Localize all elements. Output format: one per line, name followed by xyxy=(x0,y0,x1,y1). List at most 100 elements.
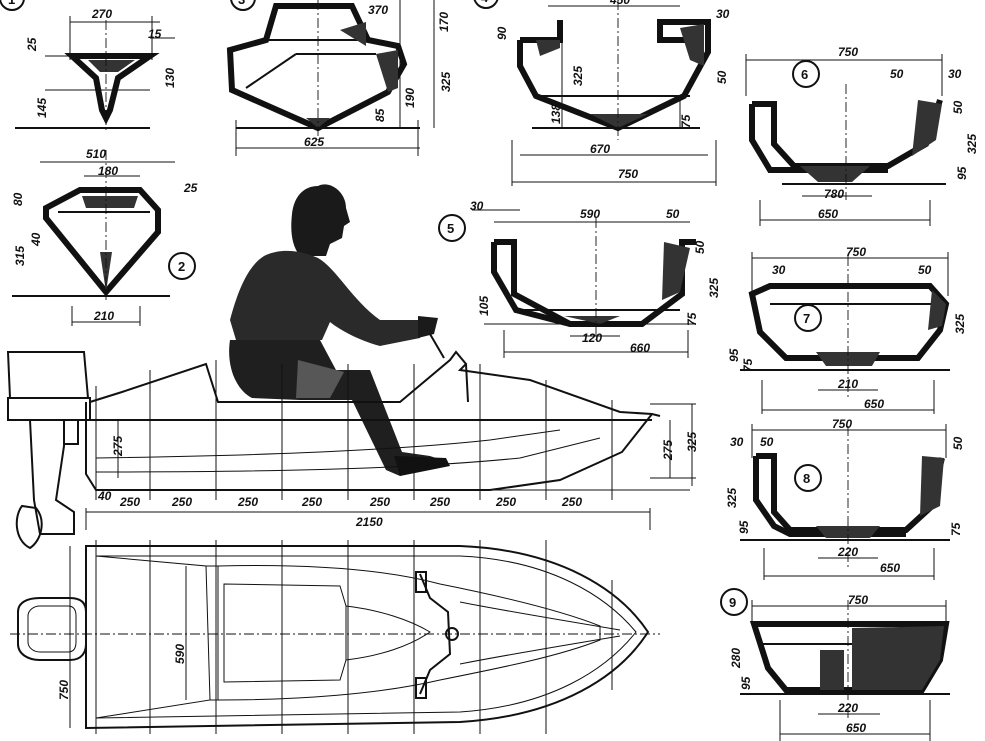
section-8-dim-30: 30 xyxy=(730,435,744,449)
section-2-hull xyxy=(43,187,161,297)
section-1-number: 1 xyxy=(8,0,15,7)
section-5-dim-50: 50 xyxy=(666,207,680,221)
side-dim-h-bow-2: 325 xyxy=(685,432,699,452)
section-4-dim-325: 325 xyxy=(571,66,585,86)
section-2-dim-315: 315 xyxy=(13,246,27,266)
side-station-3: 250 xyxy=(237,495,258,509)
outboard-motor xyxy=(6,351,91,550)
side-view-hull: 275 275 325 40 250 250 250 250 250 250 2… xyxy=(85,333,699,530)
section-2-dim-25: 25 xyxy=(183,181,198,195)
side-dim-h-bow-1: 275 xyxy=(661,440,675,461)
section-5-marker xyxy=(438,214,466,242)
section-6-width: 750 xyxy=(838,45,858,59)
section-1-hull xyxy=(64,53,160,125)
section-1-width: 270 xyxy=(91,7,112,21)
section-2-marker xyxy=(168,252,196,280)
section-8-dim-220: 220 xyxy=(837,545,858,559)
section-5-dim-75: 75 xyxy=(685,312,699,326)
section-8: 8 750 30 50 50 325 95 75 220 650 xyxy=(725,417,965,580)
section-4-dim-90: 90 xyxy=(495,26,509,40)
side-station-6: 250 xyxy=(429,495,450,509)
section-8-dim-50: 50 xyxy=(760,435,774,449)
section-6-dim-780: 780 xyxy=(824,187,844,201)
section-4-dim-450: 450 xyxy=(609,0,630,7)
section-8-dim-95: 95 xyxy=(737,520,751,534)
section-7-hull xyxy=(748,283,950,361)
section-1: 1 270 25 15 130 145 xyxy=(0,0,177,130)
section-8-hull xyxy=(756,453,945,533)
section-7-dim-325: 325 xyxy=(953,314,967,334)
rider-figure xyxy=(229,184,450,476)
section-5-dim-50b: 50 xyxy=(693,240,707,254)
section-4-dim-138: 138 xyxy=(549,104,563,124)
section-2-dim-40: 40 xyxy=(29,232,43,247)
plan-dim-beam: 750 xyxy=(57,680,71,700)
section-3-dim-190: 190 xyxy=(403,88,417,108)
section-8-dim-650: 650 xyxy=(880,561,900,575)
section-3-marker xyxy=(230,0,256,11)
section-6-marker xyxy=(792,60,820,88)
section-7: 7 750 30 50 325 95 75 210 650 xyxy=(727,245,967,414)
section-2-width: 510 xyxy=(86,147,106,161)
section-1-dim-15: 15 xyxy=(148,27,162,41)
section-7-dim-210: 210 xyxy=(837,377,858,391)
side-station-4: 250 xyxy=(301,495,322,509)
section-9-marker xyxy=(720,588,748,616)
section-7-dim-50: 50 xyxy=(918,263,932,277)
section-3-width: 625 xyxy=(304,135,324,149)
side-dim-length: 2150 xyxy=(355,515,383,529)
section-7-dim-75: 75 xyxy=(741,358,755,372)
section-7-number: 7 xyxy=(803,311,810,326)
section-9-width: 750 xyxy=(848,593,868,607)
section-1-dim-130: 130 xyxy=(163,68,177,88)
section-3-dim-170: 170 xyxy=(437,12,451,32)
section-4-dim-50: 50 xyxy=(715,70,729,84)
section-5-dim-105: 105 xyxy=(477,296,491,316)
rider-legs xyxy=(229,340,448,476)
section-4-dim-670: 670 xyxy=(590,142,610,156)
section-4-dim-75: 75 xyxy=(679,114,693,128)
section-6-dim-325: 325 xyxy=(965,134,979,154)
side-station-8: 250 xyxy=(561,495,582,509)
section-5: 5 30 590 50 50 325 105 75 120 660 xyxy=(438,199,721,358)
side-station-0: 40 xyxy=(97,489,112,503)
section-7-width: 750 xyxy=(846,245,866,259)
section-6-dim-50: 50 xyxy=(890,67,904,81)
section-5-dim-660: 660 xyxy=(630,341,650,355)
motor-cowl xyxy=(6,351,90,399)
section-1-dim-25: 25 xyxy=(25,37,39,52)
section-4-width: 750 xyxy=(618,167,638,181)
section-1-marker xyxy=(0,0,25,11)
section-2-dim-210: 210 xyxy=(93,309,114,323)
section-7-dim-30: 30 xyxy=(772,263,786,277)
section-3-dim-370: 370 xyxy=(368,3,388,17)
section-4-number: 4 xyxy=(481,0,489,5)
section-9-dim-650: 650 xyxy=(846,721,866,735)
section-3-dim-85: 85 xyxy=(373,108,387,122)
section-3: 3 370 170 325 190 85 625 xyxy=(226,0,453,156)
section-5-dim-30: 30 xyxy=(470,199,484,213)
section-4-marker xyxy=(473,0,499,9)
section-2-dim-80: 80 xyxy=(11,192,25,206)
section-6-dim-50b: 50 xyxy=(951,100,965,114)
section-6-dim-30: 30 xyxy=(948,67,962,81)
section-2-number: 2 xyxy=(178,259,185,274)
section-8-marker xyxy=(794,464,822,492)
section-7-dim-95: 95 xyxy=(727,348,741,362)
side-station-7: 250 xyxy=(495,495,516,509)
section-9-dim-280: 280 xyxy=(729,648,743,669)
rider-head xyxy=(291,184,350,256)
section-6-number: 6 xyxy=(801,67,808,82)
section-8-width: 750 xyxy=(832,417,852,431)
section-9-dim-220: 220 xyxy=(837,701,858,715)
section-5-dim-325: 325 xyxy=(707,278,721,298)
plan-dim-beam-inner: 590 xyxy=(173,644,187,664)
section-6: 6 750 50 30 50 325 95 780 650 xyxy=(745,45,979,226)
section-2-dim-180: 180 xyxy=(98,164,118,178)
section-7-marker xyxy=(794,304,822,332)
section-8-dim-325: 325 xyxy=(725,488,739,508)
rider-torso xyxy=(230,250,420,346)
side-station-5: 250 xyxy=(369,495,390,509)
side-station-1: 250 xyxy=(119,495,140,509)
section-6-dim-95: 95 xyxy=(955,166,969,180)
